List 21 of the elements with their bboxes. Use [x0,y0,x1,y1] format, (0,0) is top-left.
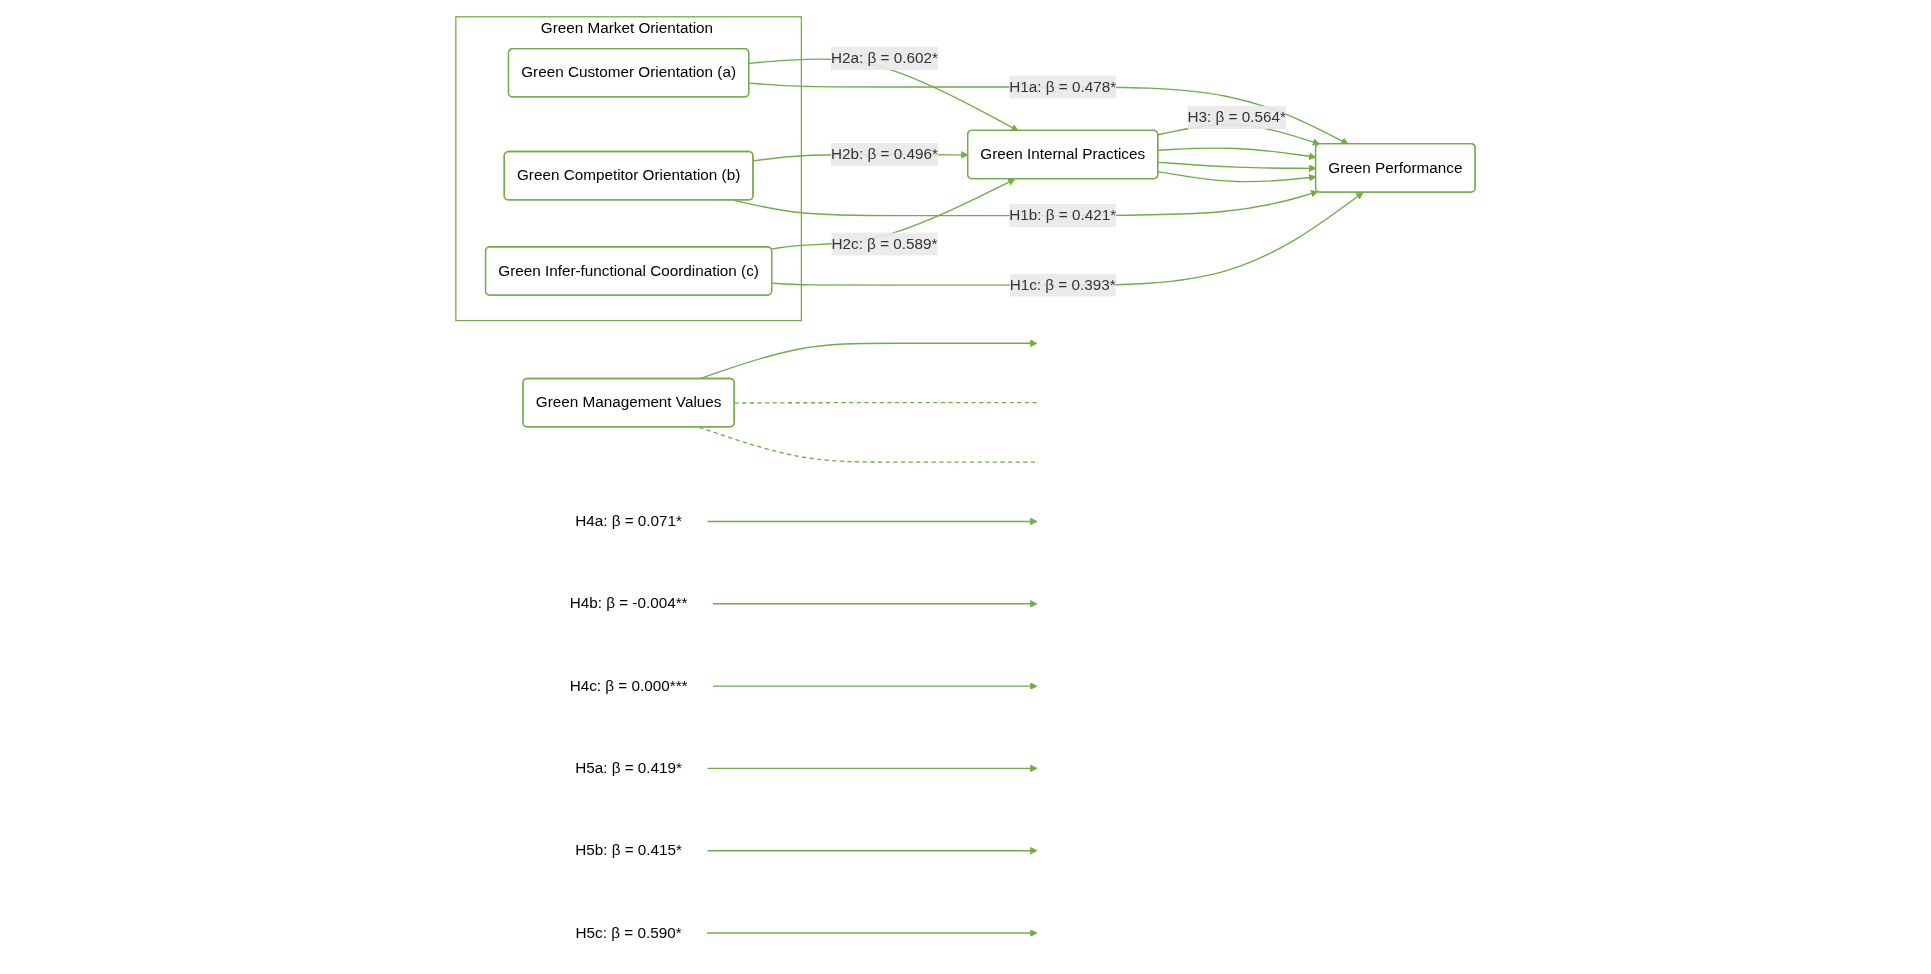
arrow [771,192,1364,286]
node-text: H4a: β = 0.071* [575,512,683,530]
node-text: H4c: β = 0.000*** [569,677,688,695]
arrow [706,517,1038,526]
node-text: H5b: β = 0.415* [575,841,683,859]
node-text: H4b: β = -0.004** [569,594,688,612]
arrow [706,847,1038,855]
node-text: H5a: β = 0.419* [575,759,683,777]
connector [698,426,1038,463]
edge-label: H1c: β = 0.393* [1009,276,1116,294]
arrow [706,764,1038,773]
arrow [712,600,1038,608]
edge-label: H1a: β = 0.478* [1009,78,1117,96]
edge-label: H2c: β = 0.589* [831,235,938,253]
edge-label: H2a: β = 0.602* [831,49,938,67]
arrow [712,682,1038,690]
edge-label: H1b: β = 0.421* [1009,206,1117,224]
arrow [706,929,1038,937]
node-text: H5c: β = 0.590* [575,924,682,942]
edge-label: H2b: β = 0.496* [831,145,938,163]
edge-label: H3: β = 0.564* [1187,108,1286,126]
